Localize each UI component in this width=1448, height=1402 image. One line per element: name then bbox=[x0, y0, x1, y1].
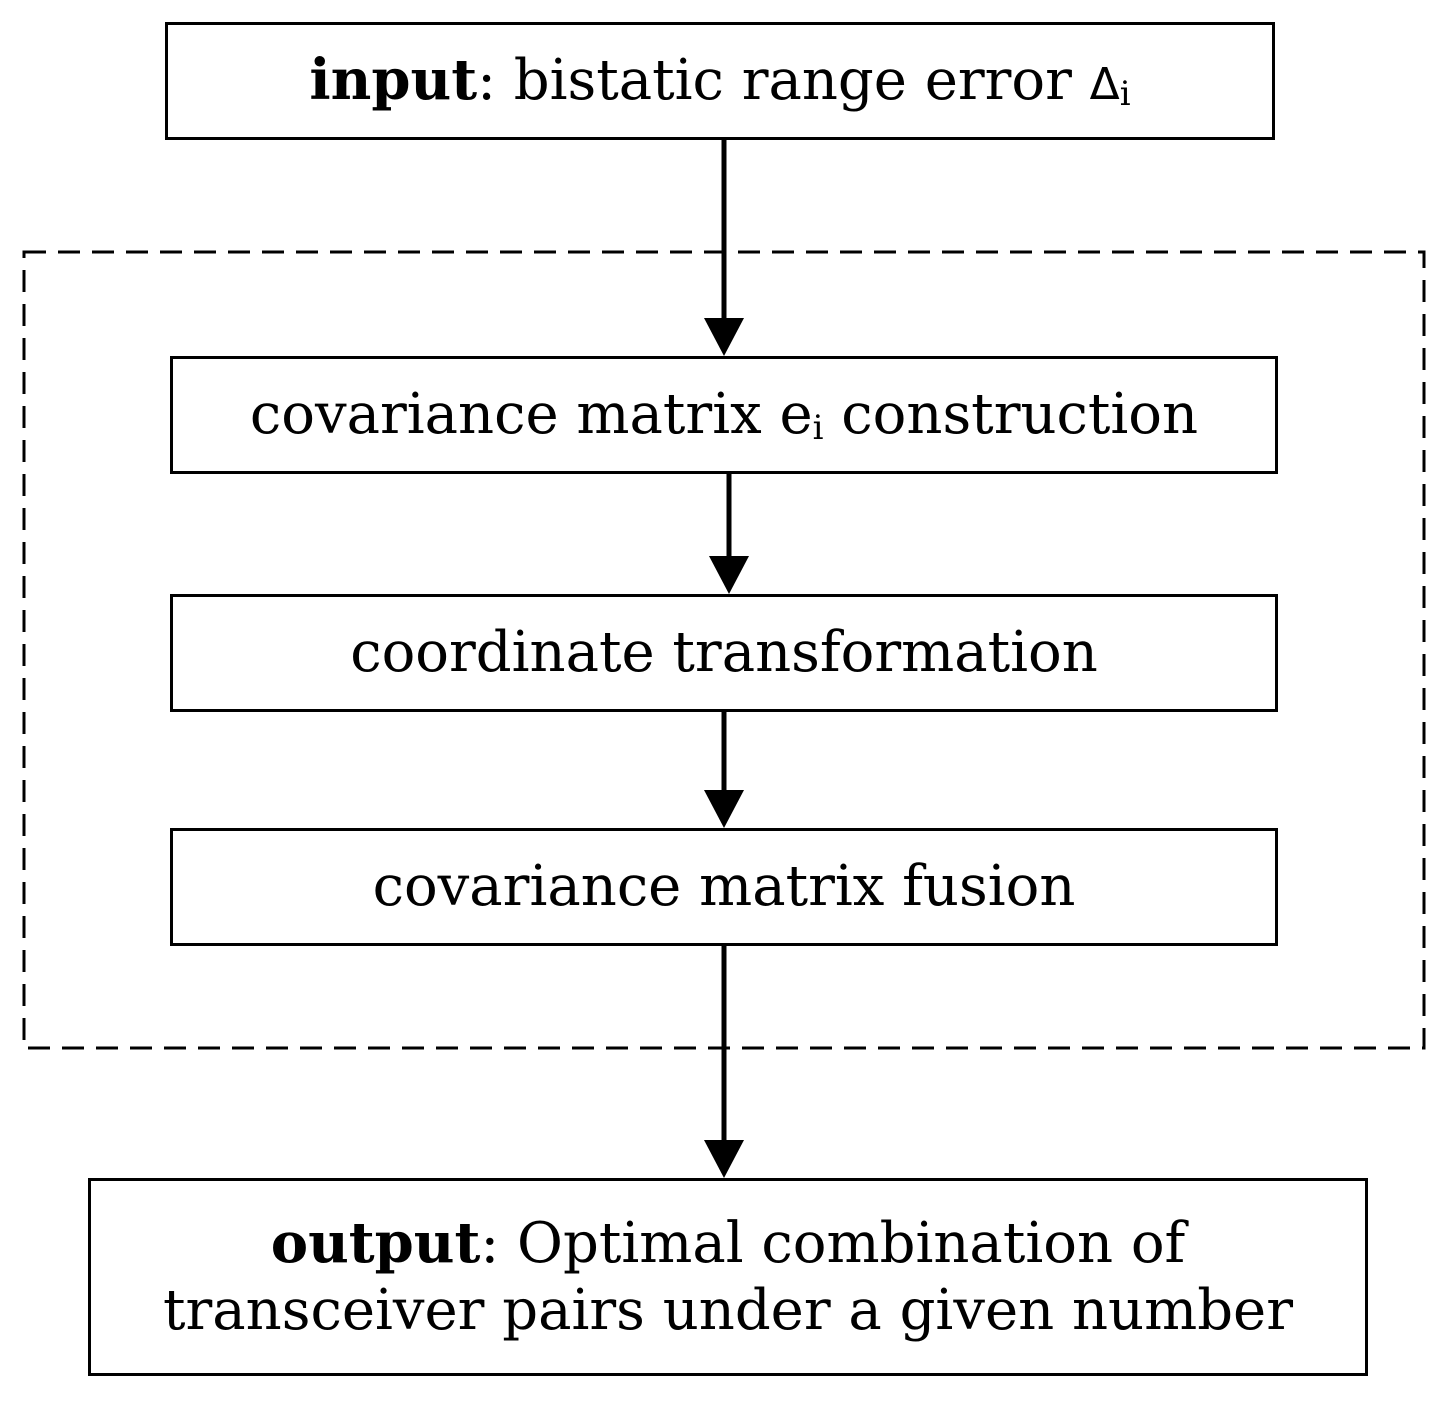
input-node: input: bistatic range error Δi bbox=[165, 22, 1275, 140]
step-covariance-construction: covariance matrix ei construction bbox=[170, 356, 1278, 474]
input-subscript: i bbox=[1119, 74, 1131, 115]
step1-label-before: covariance matrix e bbox=[249, 382, 813, 448]
step-covariance-fusion-label: covariance matrix fusion bbox=[372, 854, 1076, 920]
step-covariance-fusion: covariance matrix fusion bbox=[170, 828, 1278, 946]
arrowhead-step2-to-step3 bbox=[704, 790, 744, 828]
output-node: output: Optimal combination of transceiv… bbox=[88, 1178, 1368, 1376]
step1-label-after: construction bbox=[823, 382, 1199, 448]
input-description: : bistatic range error bbox=[477, 48, 1090, 114]
output-line-2: transceiver pairs under a given number bbox=[163, 1278, 1293, 1343]
input-node-label: input: bistatic range error Δi bbox=[309, 47, 1130, 115]
step-covariance-construction-label: covariance matrix ei construction bbox=[250, 381, 1198, 449]
step-coordinate-transformation: coordinate transformation bbox=[170, 594, 1278, 712]
step1-subscript: i bbox=[812, 408, 824, 449]
arrowhead-input-to-step1 bbox=[704, 318, 744, 356]
output-keyword: output bbox=[270, 1209, 481, 1276]
input-keyword: input bbox=[309, 47, 478, 114]
output-description: : Optimal combination of bbox=[480, 1210, 1186, 1276]
arrowhead-step3-to-output bbox=[704, 1140, 744, 1178]
delta-symbol: Δ bbox=[1089, 59, 1120, 111]
output-line-1: output: Optimal combination of bbox=[271, 1210, 1186, 1277]
arrowhead-step1-to-step2 bbox=[709, 556, 749, 594]
step-coordinate-transformation-label: coordinate transformation bbox=[350, 620, 1098, 686]
